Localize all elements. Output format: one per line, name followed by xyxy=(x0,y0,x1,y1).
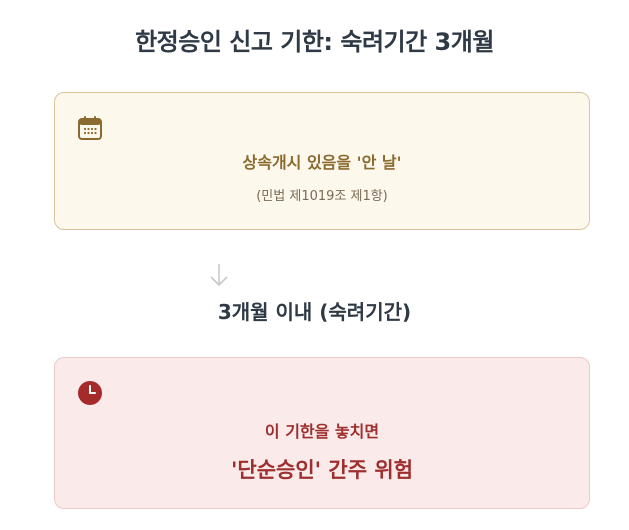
clock-icon xyxy=(77,380,103,410)
calendar-icon xyxy=(77,115,103,145)
warning-consequence: '단순승인' 간주 위험 xyxy=(230,458,414,482)
start-date-card: 상속개시 있음을 '안 날' (민법 제1019조 제1항) xyxy=(54,92,590,230)
deliberation-period-label: 3개월 이내 (숙려기간) xyxy=(217,300,412,324)
legal-reference: (민법 제1019조 제1항) xyxy=(256,189,388,204)
page-title: 한정승인 신고 기한: 숙려기간 3개월 xyxy=(135,28,494,56)
start-event-label: 상속개시 있음을 '안 날' xyxy=(242,153,402,172)
warning-card: 이 기한을 놓치면 '단순승인' 간주 위험 xyxy=(54,357,590,509)
arrow-down-icon xyxy=(208,262,230,292)
warning-text: 이 기한을 놓치면 xyxy=(264,422,380,441)
